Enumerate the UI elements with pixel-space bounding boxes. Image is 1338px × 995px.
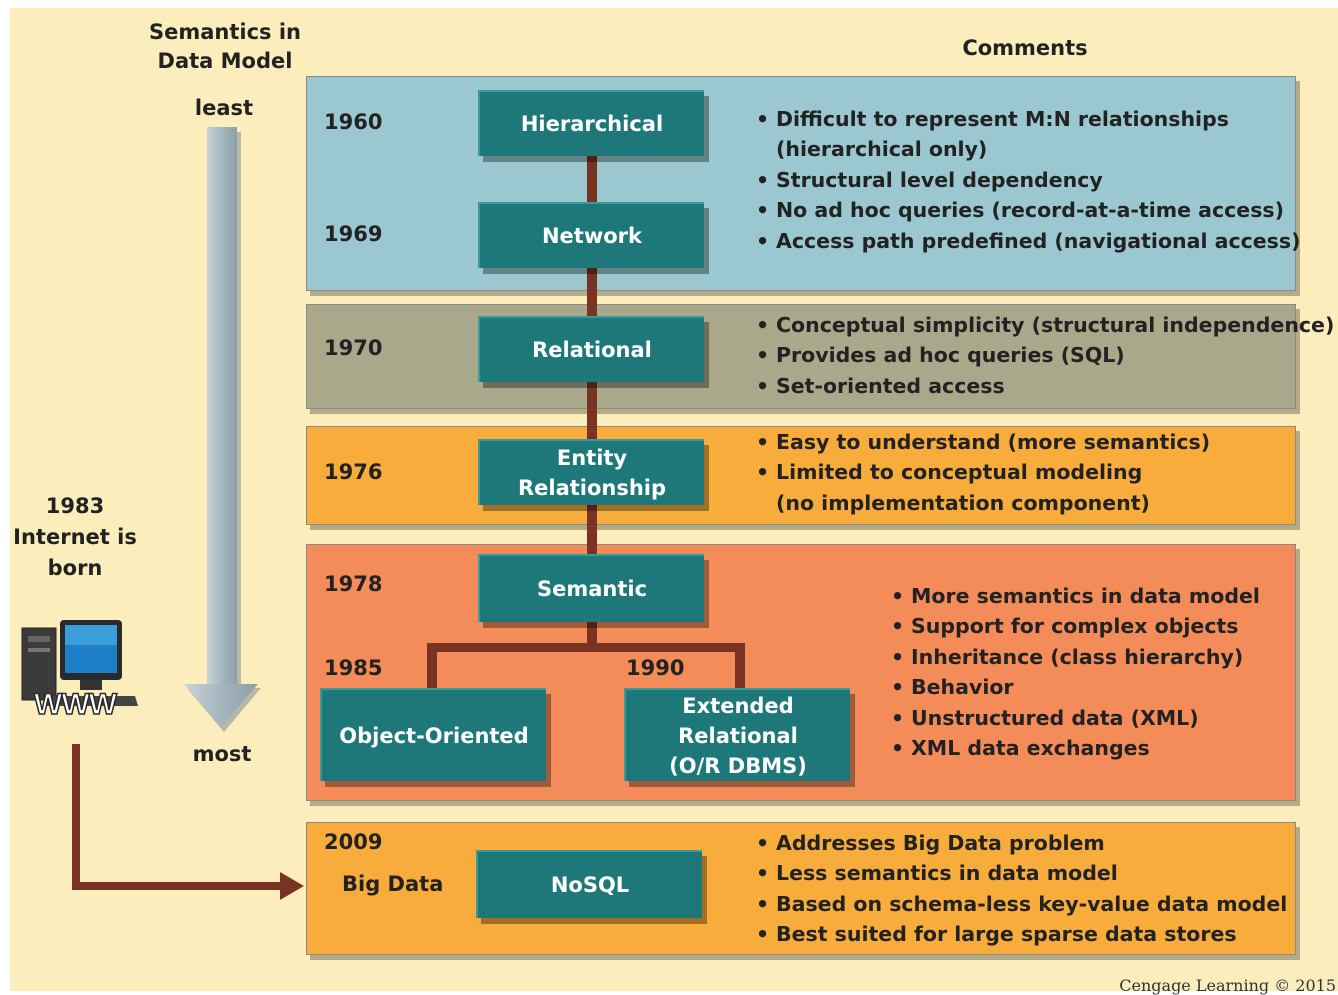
branch-right-drop (735, 643, 745, 691)
big-data-label: Big Data (342, 872, 444, 896)
comment-item: Provides ad hoc queries (SQL) (756, 340, 1334, 371)
copyright-footer: Cengage Learning © 2015 (1119, 976, 1336, 995)
year-1960: 1960 (324, 110, 383, 134)
semantic-branch-stem (587, 620, 597, 648)
semantic-branch-bar (427, 643, 745, 652)
year-1976: 1976 (324, 460, 383, 484)
comment-item: Behavior (891, 672, 1260, 703)
model-box-relational: Relational (478, 316, 704, 382)
comment-item: Set-oriented access (756, 371, 1334, 402)
comment-item: Limited to conceptual modeling (756, 457, 1210, 488)
comment-item: Inheritance (class hierarchy) (891, 642, 1260, 673)
semantics-axis-title-line2: Data Model (157, 49, 293, 73)
comments-entity-relationship: Easy to understand (more semantics) Limi… (756, 427, 1210, 518)
comments-nosql: Addresses Big Data problem Less semantic… (756, 828, 1287, 950)
year-2009: 2009 (324, 830, 383, 854)
comment-item: Addresses Big Data problem (756, 828, 1287, 859)
computer-www-icon: WWW (20, 618, 140, 723)
semantics-axis-title-line1: Semantics in (148, 20, 301, 44)
comment-item: Difficult to represent M:N relationships (756, 104, 1300, 135)
internet-line2: born (47, 556, 103, 580)
axis-most-label: most (192, 742, 252, 766)
comment-item: Easy to understand (more semantics) (756, 427, 1210, 458)
comment-item: XML data exchanges (891, 733, 1260, 764)
model-box-object-oriented: Object-Oriented (320, 688, 546, 781)
internet-line1: Internet is (13, 525, 137, 549)
internet-to-nosql-arrow (72, 744, 304, 900)
model-box-network: Network (478, 202, 704, 268)
model-box-hierarchical: Hierarchical (478, 90, 704, 156)
semantics-down-arrow (184, 127, 261, 732)
comments-relational: Conceptual simplicity (structural indepe… (756, 310, 1334, 402)
comment-item: (hierarchical only) (776, 137, 988, 162)
year-1969: 1969 (324, 222, 383, 246)
year-1978: 1978 (324, 572, 383, 596)
year-1970: 1970 (324, 336, 383, 360)
comment-item: Support for complex objects (891, 611, 1260, 642)
year-1985: 1985 (324, 656, 383, 680)
comment-item: Less semantics in data model (756, 858, 1287, 889)
internet-year: 1983 (45, 494, 105, 518)
comment-item: No ad hoc queries (record-at-a-time acce… (756, 195, 1300, 226)
comments-header: Comments (962, 36, 1088, 60)
model-box-semantic: Semantic (478, 554, 704, 622)
extended-relational-line1: Extended Relational (678, 693, 798, 748)
comments-hierarchical-network: Difficult to represent M:N relationships… (756, 104, 1300, 256)
comment-item: Conceptual simplicity (structural indepe… (756, 310, 1334, 341)
comment-item: Access path predefined (navigational acc… (756, 226, 1300, 257)
extended-relational-line2: (O/R DBMS) (669, 753, 807, 778)
internet-born-note: 1983 Internet is born (10, 491, 140, 584)
axis-least-label: least (194, 96, 254, 120)
comment-item: More semantics in data model (891, 581, 1260, 612)
semantics-axis-title: Semantics in Data Model (140, 18, 310, 76)
comment-item: (no implementation component) (776, 490, 1150, 515)
comments-semantic: More semantics in data model Support for… (891, 581, 1260, 764)
comment-item: Based on schema-less key-value data mode… (756, 889, 1287, 920)
year-1990: 1990 (626, 656, 685, 680)
comment-item: Best suited for large sparse data stores (756, 919, 1287, 950)
model-box-entity-relationship: Entity Relationship (478, 439, 704, 505)
www-label: WWW (33, 687, 117, 722)
comment-item: Unstructured data (XML) (891, 703, 1260, 734)
model-box-extended-relational: Extended Relational (O/R DBMS) (624, 688, 850, 781)
model-box-nosql: NoSQL (476, 850, 702, 918)
comment-item: Structural level dependency (756, 165, 1300, 196)
branch-left-drop (427, 643, 437, 691)
